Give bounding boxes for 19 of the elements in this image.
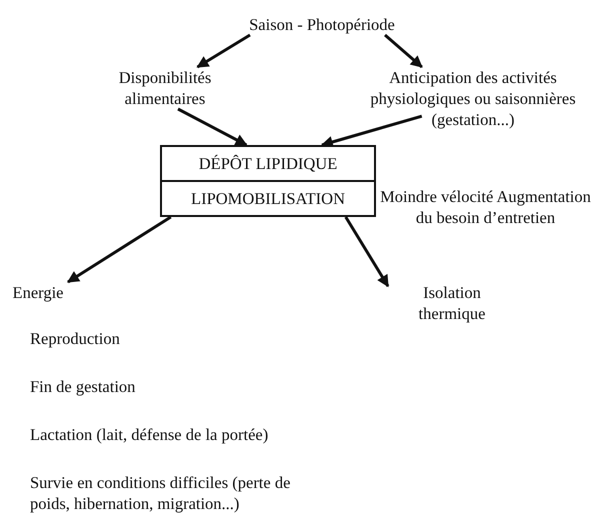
arrow: [344, 216, 390, 288]
node-label: Disponibilités alimentaires: [100, 67, 230, 109]
annotation-text: Lactation (lait, défense de la portée): [30, 424, 268, 445]
arrow: [196, 34, 251, 68]
node-label: Anticipation des activités physiologiques ou saisonnières (gestation...): [345, 67, 601, 130]
annotation-text: Survie en conditions difficiles (perte de poids, hibernation, migration...): [30, 472, 292, 514]
arrow: [384, 34, 423, 68]
box-label: LIPOMOBILISATION: [162, 180, 374, 215]
node-label: Saison - Photopériode: [232, 14, 412, 35]
arrow: [66, 216, 172, 284]
arrow: [320, 114, 422, 148]
node-label: Energie: [8, 282, 68, 303]
box-label: DÉPÔT LIPIDIQUE: [198, 153, 338, 175]
annotation-text: Fin de gestation: [30, 376, 136, 397]
arrow: [177, 108, 248, 146]
process-box: [160, 145, 376, 217]
annotation-text: Moindre vélocité Augmentation du besoin d’entretien: [379, 186, 592, 228]
node-label: Isolation thermique: [388, 282, 516, 324]
annotation-text: Reproduction: [30, 328, 120, 349]
